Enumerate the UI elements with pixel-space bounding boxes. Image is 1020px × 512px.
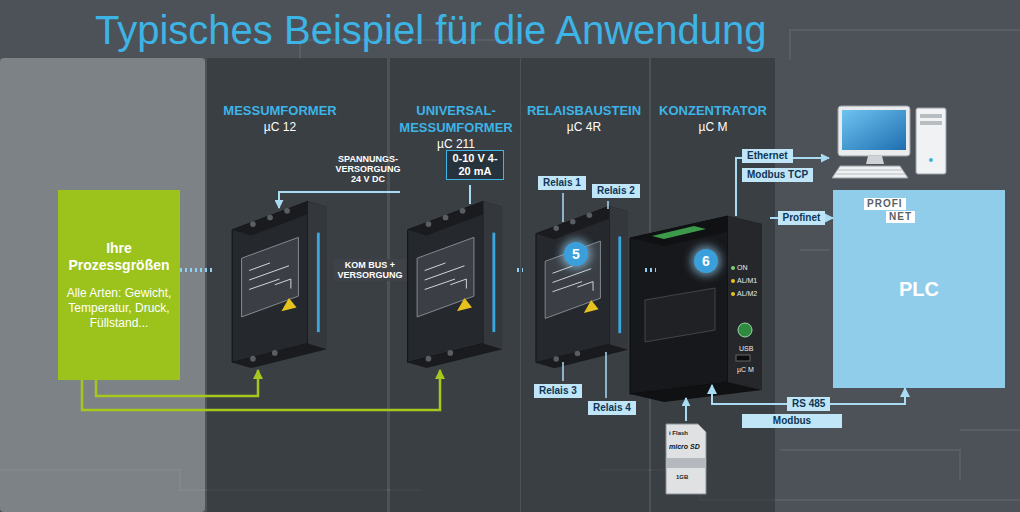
connector [180, 268, 215, 272]
protocol-tag: Modbus TCP [742, 168, 813, 182]
connector-label: KOM BUS + VERSORGUNG [334, 259, 406, 281]
relay-tag: Relais 2 [592, 184, 640, 198]
sd-card [666, 424, 706, 494]
transmitter-module [232, 201, 327, 368]
monitor [838, 106, 910, 156]
signal-label: 0-10 V 4-20 mA [446, 150, 504, 180]
green-terminal [652, 226, 706, 239]
module-column: MESSUMFORMERµC 12 [215, 98, 345, 370]
pc-tower [916, 108, 946, 174]
monitor-stand [866, 156, 884, 164]
keyboard-keys [836, 170, 905, 174]
port-label: USB [739, 345, 753, 353]
callout-number: 5 [564, 242, 588, 266]
card-text: 1GB [676, 474, 688, 481]
device-label: µC M [737, 366, 754, 374]
concentrator-bottom [630, 382, 762, 402]
concentrator-side [630, 216, 728, 394]
connector-label: Profinet [778, 211, 826, 225]
card-arrow [685, 398, 687, 421]
led-label: ON [737, 264, 748, 272]
monitor-screen [842, 110, 906, 150]
module-column: UNIVERSAL- MESSUMFORMERµC 211 [395, 98, 517, 370]
card-text: i Flash [669, 430, 688, 437]
status-led [731, 292, 735, 296]
column-band [390, 58, 520, 512]
keyboard [832, 166, 908, 178]
node-heading: MESSUMFORMER [218, 102, 342, 119]
logo-text: PROFI [864, 198, 906, 210]
push-button [738, 323, 752, 337]
relay-module [536, 206, 628, 368]
led-label: AL/M2 [737, 290, 757, 298]
input-box: Ihre ProzessgrößenAlle Arten: Gewicht, T… [58, 190, 180, 380]
ethernet-arrow [736, 158, 829, 216]
connector-label: RS 485 [787, 397, 830, 411]
node-heading: KONZENTRATOR [659, 102, 767, 119]
signal-leader [469, 185, 471, 204]
plc-box: PLC [833, 190, 1005, 388]
node-heading: UNIVERSAL- MESSUMFORMER [398, 102, 514, 136]
drive-slot [920, 121, 942, 125]
relay-tag: Relais 3 [534, 384, 582, 398]
status-led [731, 279, 735, 283]
card-stripe [667, 458, 705, 468]
concentrator-front [728, 216, 762, 390]
column-band [207, 58, 387, 512]
card-text: micro SD [669, 443, 700, 451]
logo-text: NET [886, 211, 915, 223]
drive-slot [920, 114, 942, 118]
node-heading: Ihre Prozessgrößen [64, 240, 174, 274]
input-panel [0, 58, 205, 512]
relay-tag: Relais 1 [538, 176, 586, 190]
module-column: KONZENTRATORµC M [656, 98, 770, 385]
callout-number: 6 [694, 249, 718, 273]
relay-leaders [563, 193, 608, 398]
node-text: µC 4R [526, 119, 642, 135]
led-label: AL/M1 [737, 277, 757, 285]
status-led [731, 266, 735, 270]
universal-transmitter-module [408, 201, 503, 368]
node-heading: PLC [899, 277, 939, 301]
connector [645, 268, 656, 272]
module-column: RELAISBAUSTEINµC 4R [523, 98, 645, 370]
node-heading: RELAISBAUSTEIN [526, 102, 642, 119]
page-title: Typisches Beispiel für die Anwendung [95, 6, 767, 54]
power-led [929, 158, 933, 162]
node-text: µC 12 [218, 119, 342, 135]
connector [517, 268, 523, 272]
node-text: µC M [659, 119, 767, 135]
supply-note: SPANNUNGS- VERSORGUNG 24 V DC [332, 154, 404, 184]
protocol-tag: Modbus [742, 414, 842, 428]
relay-tag: Relais 4 [588, 401, 636, 415]
supply-arrow [279, 192, 400, 208]
usb-port [736, 355, 750, 361]
concentrator-sticker [645, 288, 715, 342]
protocol-tag: Ethernet [742, 149, 793, 163]
node-text: Alle Arten: Gewicht, Temperatur, Druck, … [64, 286, 174, 331]
connectors [82, 218, 905, 410]
